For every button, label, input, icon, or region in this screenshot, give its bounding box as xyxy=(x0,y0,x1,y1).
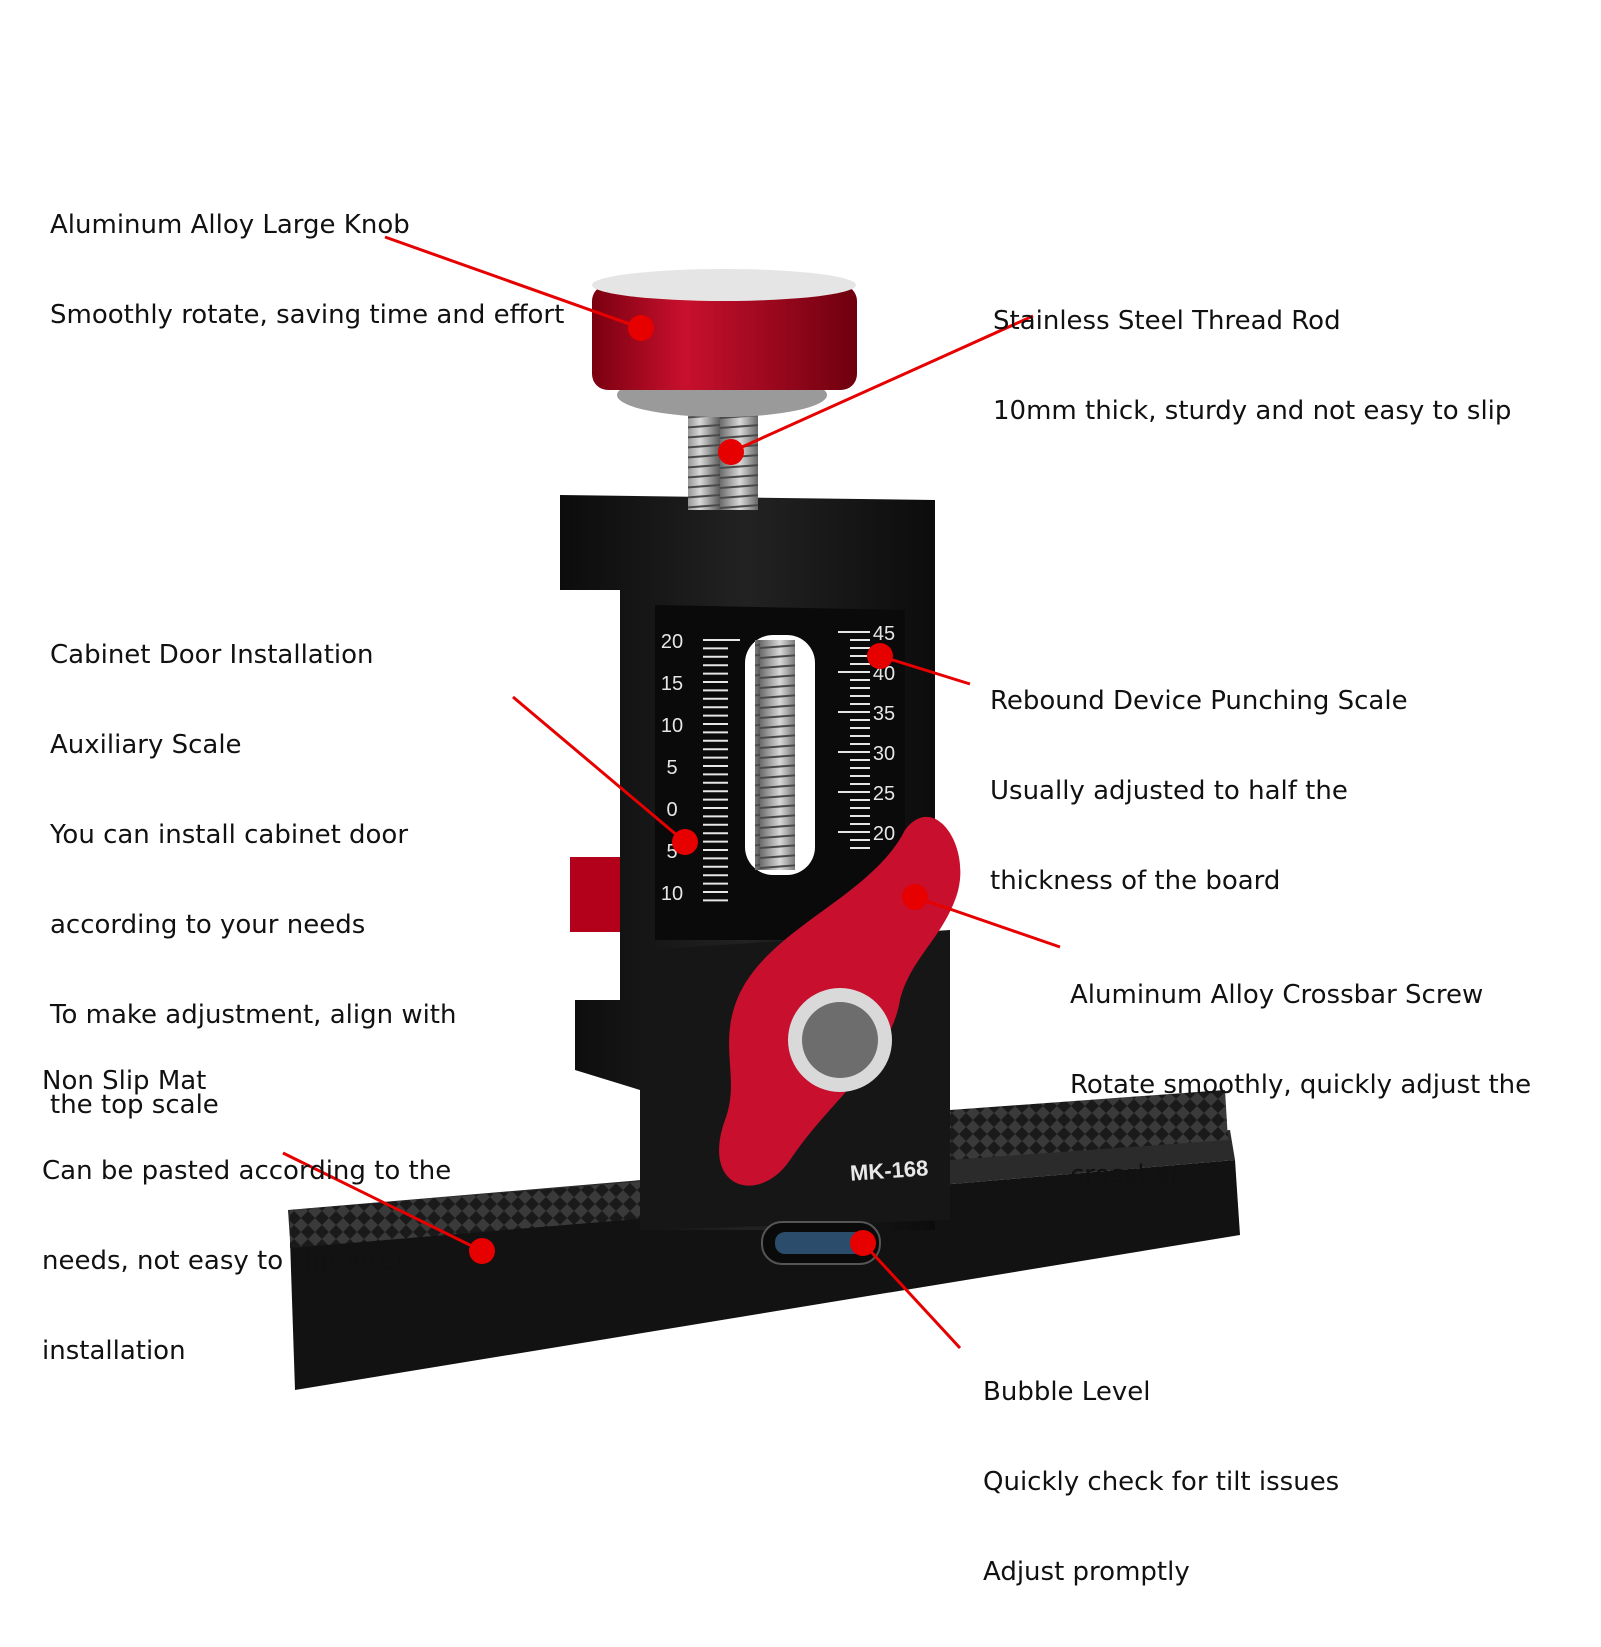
left-scale-number: 15 xyxy=(661,673,683,695)
left-scale-number: 10 xyxy=(661,715,683,737)
right-scale-number: 45 xyxy=(873,623,895,645)
callout-thread-rod-title: Stainless Steel Thread Rod xyxy=(993,306,1341,336)
non-slip-mat-right xyxy=(950,1090,1228,1160)
callout-door-scale-line-3: according to your needs xyxy=(50,910,366,940)
leader-dot-rebound-scale xyxy=(867,643,893,669)
callout-knob-line-1: Smoothly rotate, saving time and effort xyxy=(50,300,565,330)
slot-thread xyxy=(755,640,795,870)
callout-door-scale: Cabinet Door Installation Auxiliary Scal… xyxy=(50,580,456,1180)
left-scale: 20 15 10 5 0 5 10 xyxy=(661,631,740,905)
leader-line-knob xyxy=(384,235,642,330)
left-scale-number: 20 xyxy=(661,631,683,653)
bubble-level xyxy=(761,1221,881,1265)
leader-dot-knob xyxy=(628,315,654,341)
callout-bubble-level-line-2: Adjust promptly xyxy=(983,1557,1190,1587)
non-slip-mat-left xyxy=(290,1178,685,1248)
leader-line-door-scale xyxy=(512,695,686,844)
leader-line-bubble-level xyxy=(861,1241,962,1350)
callout-non-slip-mat: Non Slip Mat Can be pasted according to … xyxy=(42,1006,451,1426)
callout-crossbar-screw-title: Aluminum Alloy Crossbar Screw xyxy=(1070,980,1484,1010)
leader-line-rebound-scale xyxy=(879,654,971,686)
callout-bubble-level-line-1: Quickly check for tilt issues xyxy=(983,1467,1340,1497)
left-scale-number: 5 xyxy=(666,757,677,779)
callout-non-slip-mat-line-1: Can be pasted according to the xyxy=(42,1156,452,1186)
left-scale-number: 0 xyxy=(666,799,677,821)
callout-thread-rod-line-1: 10mm thick, sturdy and not easy to slip xyxy=(993,396,1512,426)
callout-leaders xyxy=(282,235,1061,1350)
left-scale-number: 10 xyxy=(661,883,683,905)
callout-bubble-level-title: Bubble Level xyxy=(983,1377,1151,1407)
callout-non-slip-mat-line-3: installation xyxy=(42,1336,186,1366)
callout-rebound-scale: Rebound Device Punching Scale Usually ad… xyxy=(990,626,1408,956)
leader-line-crossbar-screw xyxy=(914,895,1061,949)
callout-rebound-scale-line-2: thickness of the board xyxy=(990,866,1281,896)
right-scale-number: 35 xyxy=(873,703,895,725)
callout-thread-rod: Stainless Steel Thread Rod 10mm thick, s… xyxy=(993,246,1511,486)
callout-non-slip-mat-line-2: needs, not easy to slip after xyxy=(42,1246,406,1276)
crossbar-screw xyxy=(719,816,961,1186)
leader-dot-thread-rod xyxy=(718,439,744,465)
right-scale-number: 20 xyxy=(873,823,895,845)
callout-bubble-level: Bubble Level Quickly check for tilt issu… xyxy=(983,1317,1339,1647)
model-number: MK-168 xyxy=(849,1155,929,1185)
right-scale-number: 30 xyxy=(873,743,895,765)
callout-rebound-scale-title: Rebound Device Punching Scale xyxy=(990,686,1408,716)
callout-door-scale-line-2: You can install cabinet door xyxy=(50,820,409,850)
callout-door-scale-line-1: Auxiliary Scale xyxy=(50,730,242,760)
callout-crossbar-screw: Aluminum Alloy Crossbar Screw Rotate smo… xyxy=(1070,920,1531,1250)
callout-non-slip-mat-title: Non Slip Mat xyxy=(42,1066,207,1096)
callout-crossbar-screw-line-1: Rotate smoothly, quickly adjust the xyxy=(1070,1070,1532,1100)
leader-dot-door-scale xyxy=(672,829,698,855)
callout-knob: Aluminum Alloy Large Knob Smoothly rotat… xyxy=(50,150,564,390)
left-scale-number: 5 xyxy=(666,841,677,863)
leader-line-non-slip-mat xyxy=(282,1151,483,1253)
leader-line-thread-rod xyxy=(730,314,1034,454)
callout-knob-title: Aluminum Alloy Large Knob xyxy=(50,210,410,240)
leader-dot-crossbar-screw xyxy=(902,884,928,910)
callout-rebound-scale-line-1: Usually adjusted to half the xyxy=(990,776,1348,806)
callout-door-scale-line-5: the top scale xyxy=(50,1090,219,1120)
leader-dot-non-slip-mat xyxy=(469,1238,495,1264)
leader-dot-bubble-level xyxy=(850,1230,876,1256)
callout-crossbar-screw-line-2: crossbar xyxy=(1070,1160,1181,1190)
large-knob xyxy=(592,269,857,417)
callout-door-scale-line-4: To make adjustment, align with xyxy=(50,1000,457,1030)
right-scale-number: 25 xyxy=(873,783,895,805)
callout-door-scale-title: Cabinet Door Installation xyxy=(50,640,374,670)
